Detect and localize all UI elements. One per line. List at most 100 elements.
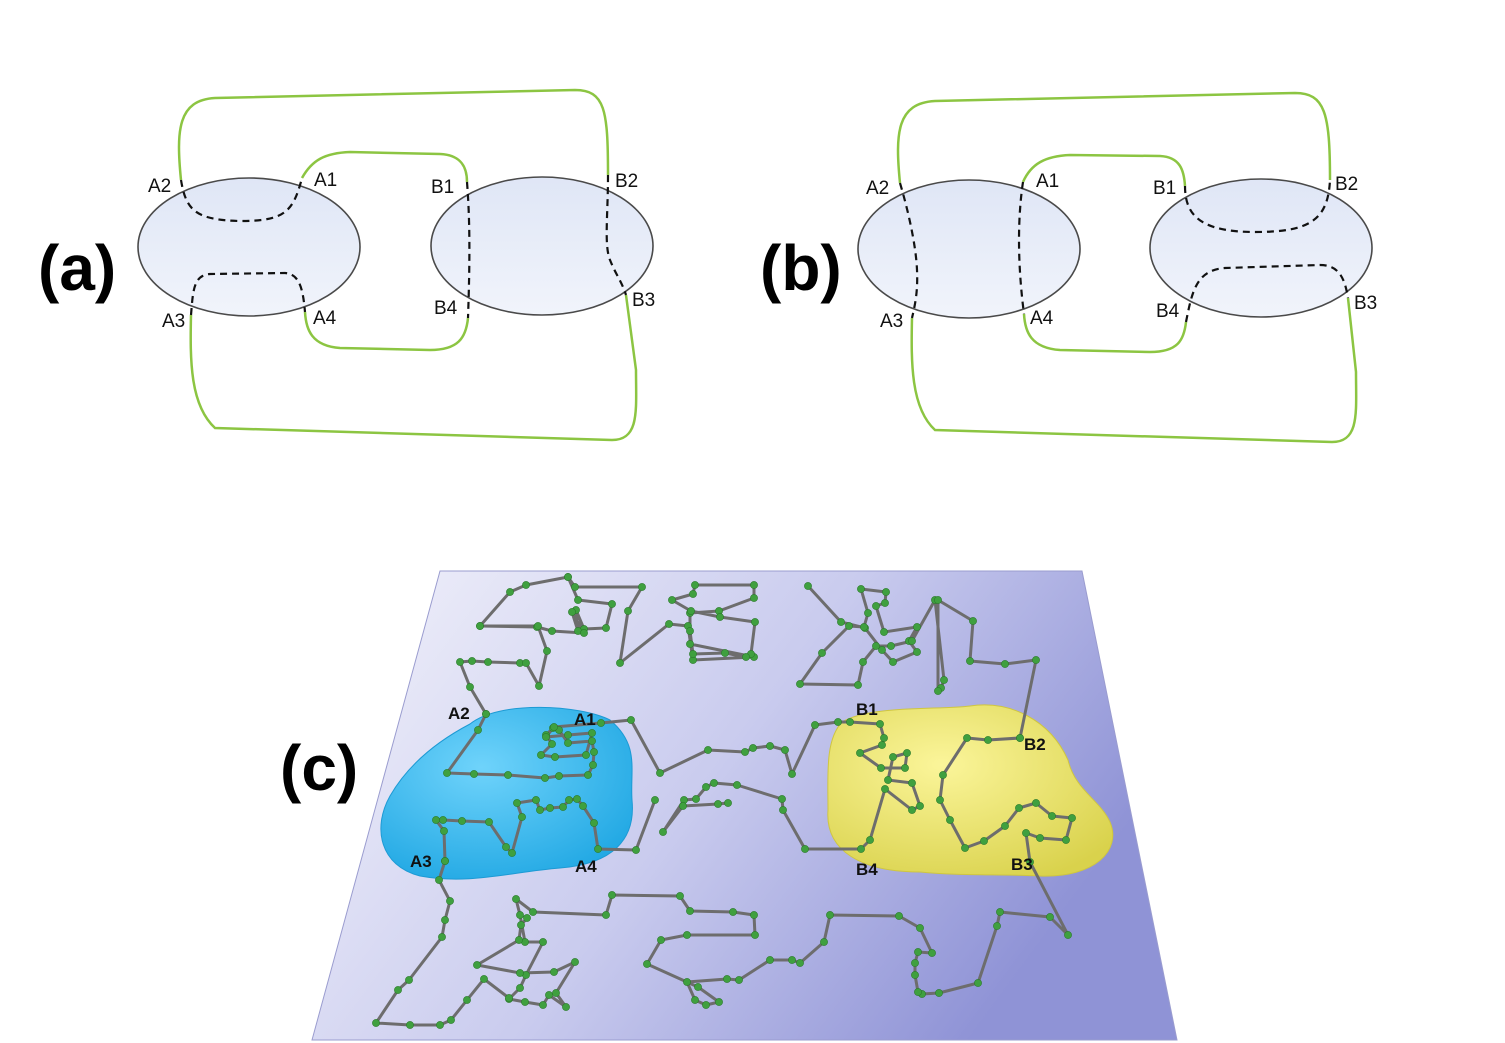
chain-bead: [564, 731, 572, 739]
chain-bead: [643, 960, 651, 968]
chain-bead: [518, 813, 526, 821]
chain-bead: [804, 582, 812, 590]
panel-c-label-b2: B2: [1024, 735, 1046, 754]
chain-bead: [878, 741, 886, 749]
chain-bead: [602, 911, 610, 919]
panel-a-label-a3: A3: [162, 311, 185, 332]
chain-bead: [571, 583, 579, 591]
chain-bead: [516, 969, 524, 977]
panel-a-outer-bottom-loop: [189, 294, 638, 442]
panel-a-label-b3: B3: [632, 290, 655, 311]
chain-bead: [512, 895, 520, 903]
chain-bead: [936, 796, 944, 804]
chain-bead: [541, 774, 549, 782]
chain-bead: [895, 912, 903, 920]
panel-a-label-a1: A1: [314, 170, 337, 191]
panel-a-dash-a3-a4: [189, 271, 307, 316]
chain-bead: [935, 989, 943, 997]
panel-a-dash-b1-b4: [465, 181, 471, 319]
chain-bead: [913, 623, 921, 631]
chain-bead: [687, 607, 695, 615]
chain-bead: [1026, 858, 1034, 866]
chain-bead: [656, 769, 664, 777]
chain-bead: [582, 751, 590, 759]
chain-bead: [934, 596, 942, 604]
chain-bead: [1022, 829, 1030, 837]
chain-bead: [484, 658, 492, 666]
chain-bead: [506, 588, 514, 596]
chain-bead: [735, 976, 743, 984]
chain-bead: [880, 628, 888, 636]
chain-bead: [535, 682, 543, 690]
chain-bead: [602, 624, 610, 632]
chain-bead: [405, 976, 413, 984]
chain-bead: [946, 816, 954, 824]
chain-bead: [788, 956, 796, 964]
chain-bead: [438, 933, 446, 941]
chain-bead: [884, 776, 892, 784]
chain-bead: [532, 796, 540, 804]
chain-bead: [679, 802, 687, 810]
chain-bead: [548, 627, 556, 635]
chain-bead: [616, 659, 624, 667]
chain-bead: [555, 772, 563, 780]
panel-a-label-a4: A4: [313, 308, 337, 329]
chain-bead: [521, 998, 529, 1006]
chain-bead: [887, 642, 895, 650]
chain-bead: [590, 748, 598, 756]
chain-bead: [880, 734, 888, 742]
chain-bead: [913, 648, 921, 656]
panel-a-inner-loop-top: [300, 150, 469, 183]
chain-bead: [659, 828, 667, 836]
chain-bead: [550, 968, 558, 976]
panel-b-dash-b1-b2: [1183, 179, 1332, 234]
chain-bead: [980, 837, 988, 845]
chain-bead: [608, 600, 616, 608]
panel-a-inner-loop-bottom: [303, 311, 470, 352]
panel-a-label: (a): [38, 232, 116, 304]
chain-bead: [564, 573, 572, 581]
panel-a: (a) A2 A1 A3 A4 B1 B2 B3 B4: [38, 88, 655, 442]
chain-bead: [903, 749, 911, 757]
chain-bead: [504, 771, 512, 779]
chain-bead: [443, 769, 451, 777]
chain-bead: [969, 617, 977, 625]
chain-bead: [881, 599, 889, 607]
chain-bead: [546, 804, 554, 812]
chain-bead: [473, 961, 481, 969]
chain-bead: [1001, 822, 1009, 830]
chain-bead: [686, 627, 694, 635]
chain-bead: [480, 975, 488, 983]
chain-bead: [692, 795, 700, 803]
panel-c-label-b1: B1: [856, 700, 878, 719]
chain-bead: [564, 739, 572, 747]
chain-bead: [911, 959, 919, 967]
panel-a-region-a: [137, 177, 361, 317]
chain-bead: [439, 816, 447, 824]
chain-bead: [826, 911, 834, 919]
chain-bead: [811, 721, 819, 729]
chain-bead: [741, 748, 749, 756]
panel-c-label: (c): [280, 732, 358, 804]
panel-b-region-b: [1149, 178, 1373, 318]
panel-b-label-a1: A1: [1036, 171, 1059, 192]
chain-bead: [939, 771, 947, 779]
chain-bead: [502, 843, 510, 851]
chain-bead: [686, 907, 694, 915]
panel-b-label-a3: A3: [880, 311, 903, 332]
chain-bead: [436, 1021, 444, 1029]
chain-bead: [542, 733, 550, 741]
chain-bead: [908, 637, 916, 645]
chain-bead: [651, 796, 659, 804]
chain-bead: [456, 658, 464, 666]
chain-bead: [788, 770, 796, 778]
chain-bead: [482, 710, 490, 718]
chain-bead: [856, 749, 864, 757]
chain-bead: [846, 718, 854, 726]
chain-bead: [638, 583, 646, 591]
chain-bead: [928, 949, 936, 957]
chain-bead: [779, 806, 787, 814]
chain-bead: [908, 806, 916, 814]
chain-bead: [573, 795, 581, 803]
chain-bead: [751, 618, 759, 626]
